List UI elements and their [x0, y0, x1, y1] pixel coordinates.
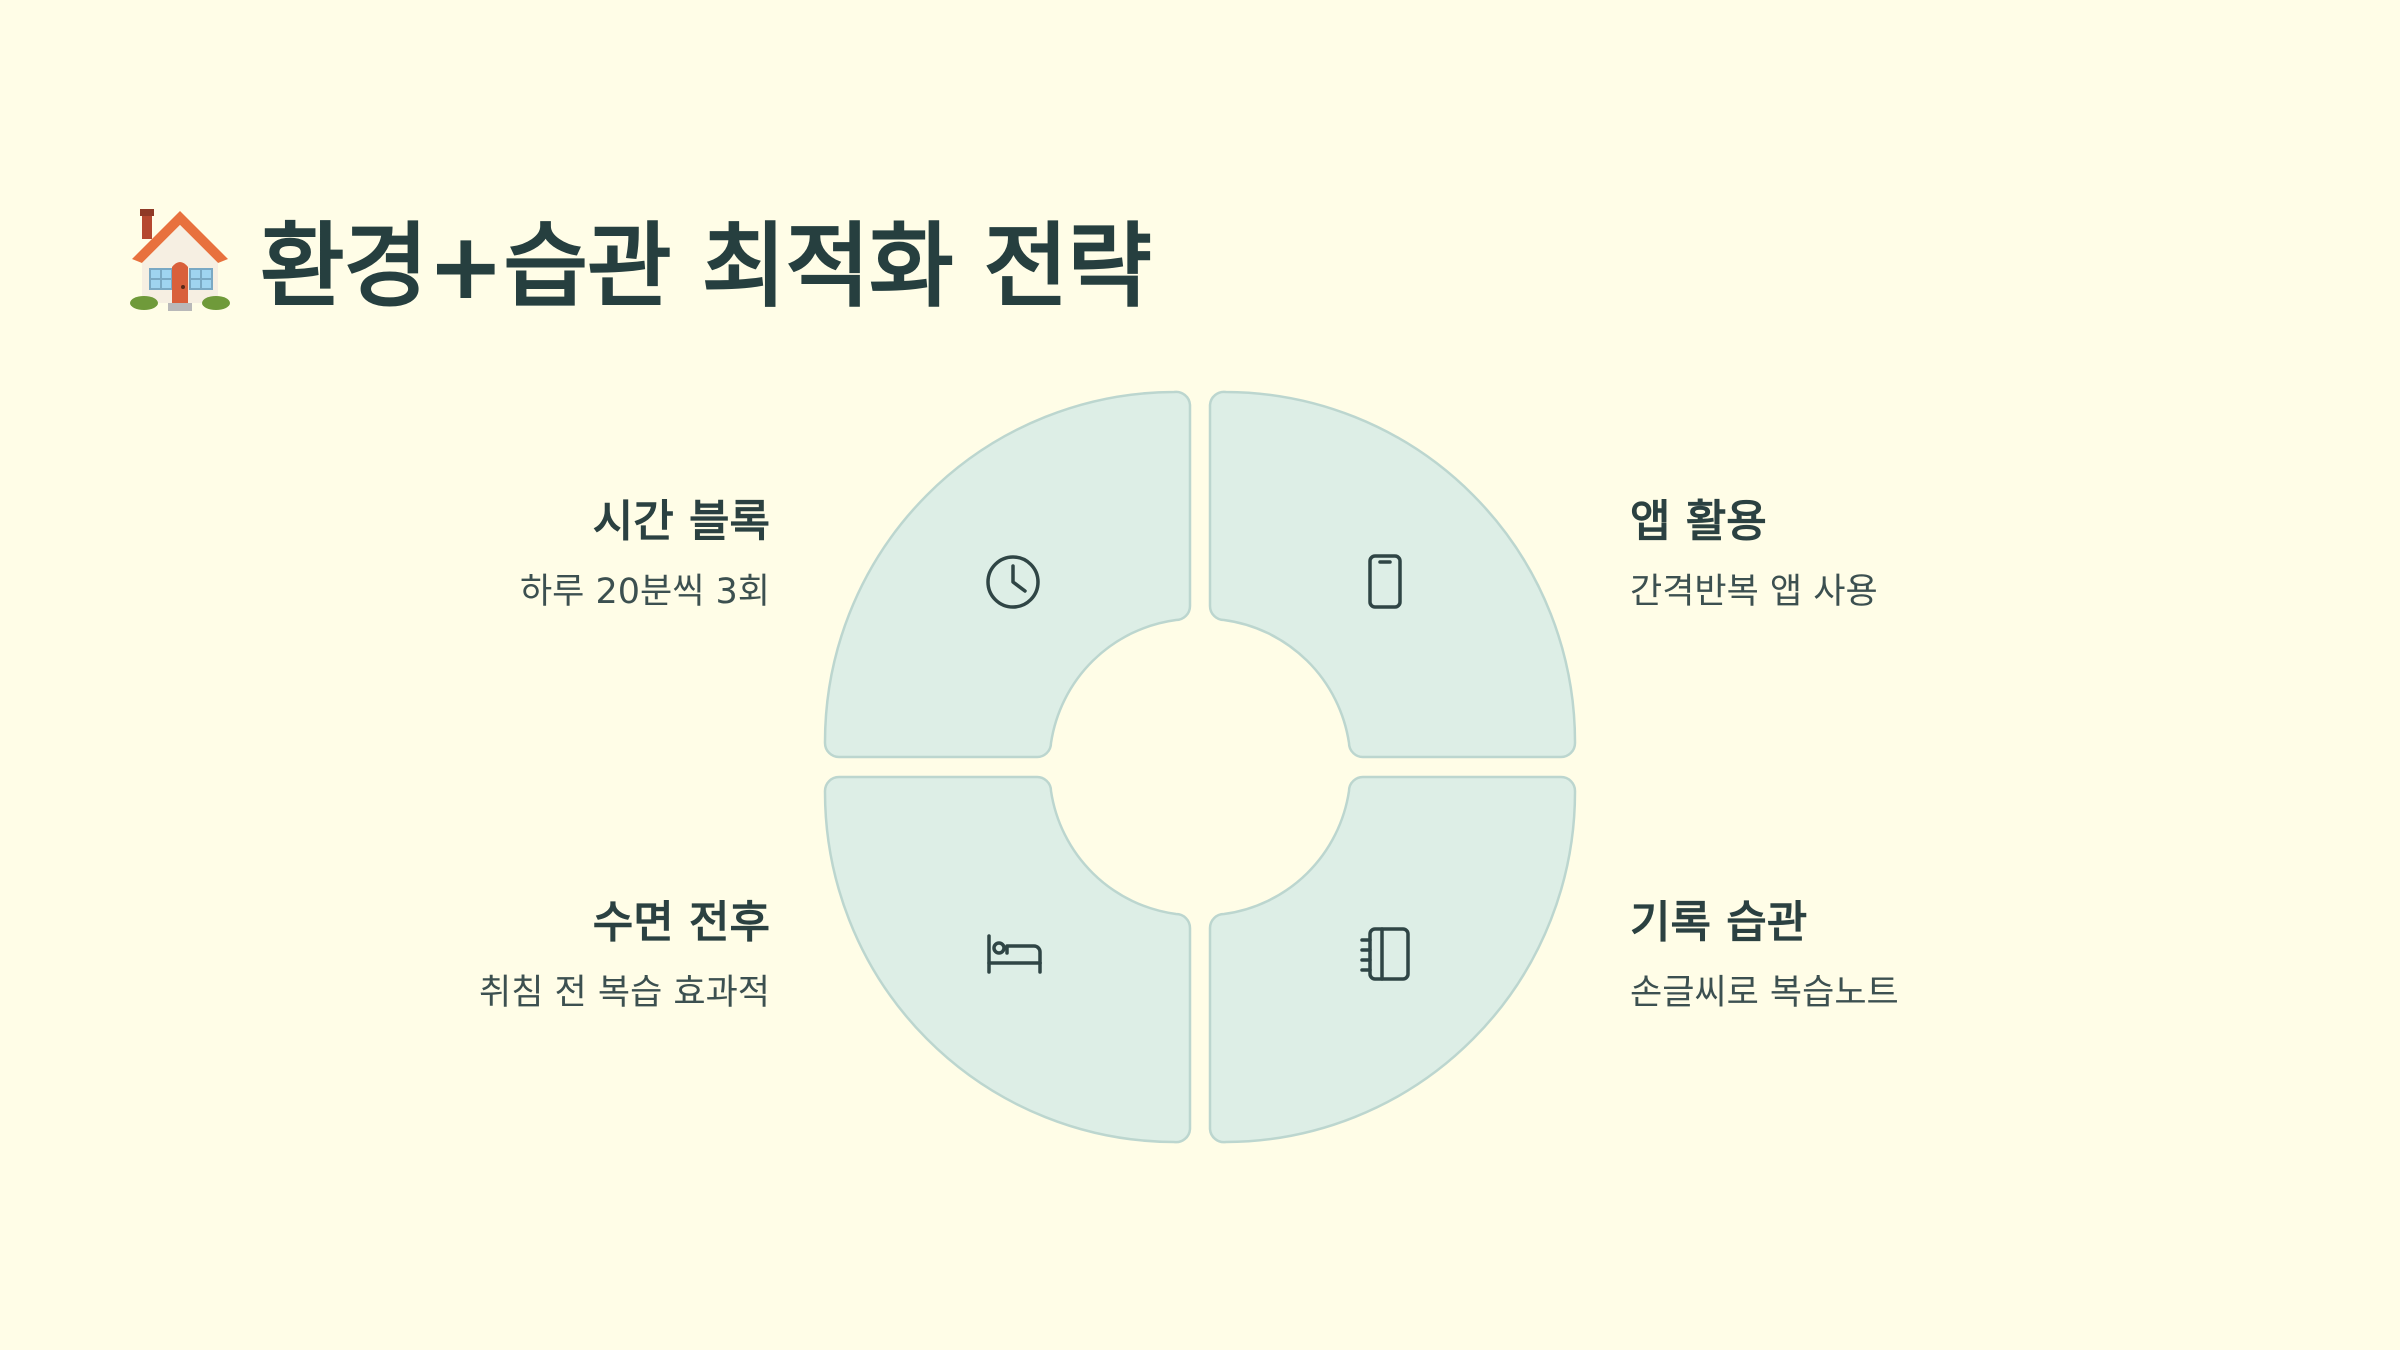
page-title: 환경+습관 최적화 전략: [260, 212, 1152, 320]
segment-heading: 시간 블록: [592, 496, 770, 547]
segment-top-right: [1208, 390, 1577, 759]
segment-bottom-right: [1208, 775, 1577, 1144]
segment-description: 손글씨로 복습노트: [1630, 973, 1899, 1013]
clock-icon: [986, 555, 1040, 609]
segment-heading: 수면 전후: [592, 897, 770, 948]
segment-description: 취침 전 복습 효과적: [479, 973, 770, 1013]
segment-label-app-use: 앱 활용 간격반복 앱 사용: [1630, 494, 2050, 614]
bed-icon: [987, 934, 1042, 974]
segment-label-sleep: 수면 전후 취침 전 복습 효과적: [350, 895, 770, 1015]
segment-heading: 기록 습관: [1630, 897, 1808, 948]
segment-description: 간격반복 앱 사용: [1630, 572, 1878, 612]
segment-heading: 앱 활용: [1630, 496, 1767, 547]
title-row: 환경+습관 최적화 전략: [128, 196, 1152, 320]
segment-bottom-left: [823, 775, 1192, 1144]
segment-top-left: [823, 390, 1192, 759]
smartphone-icon: [1368, 554, 1402, 609]
segment-label-time-block: 시간 블록 하루 20분씩 3회: [350, 494, 770, 614]
segment-description: 하루 20분씩 3회: [519, 572, 770, 612]
segment-label-record-habit: 기록 습관 손글씨로 복습노트: [1630, 895, 2050, 1015]
notebook-icon: [1360, 927, 1410, 981]
house-emoji-icon: [130, 209, 230, 311]
